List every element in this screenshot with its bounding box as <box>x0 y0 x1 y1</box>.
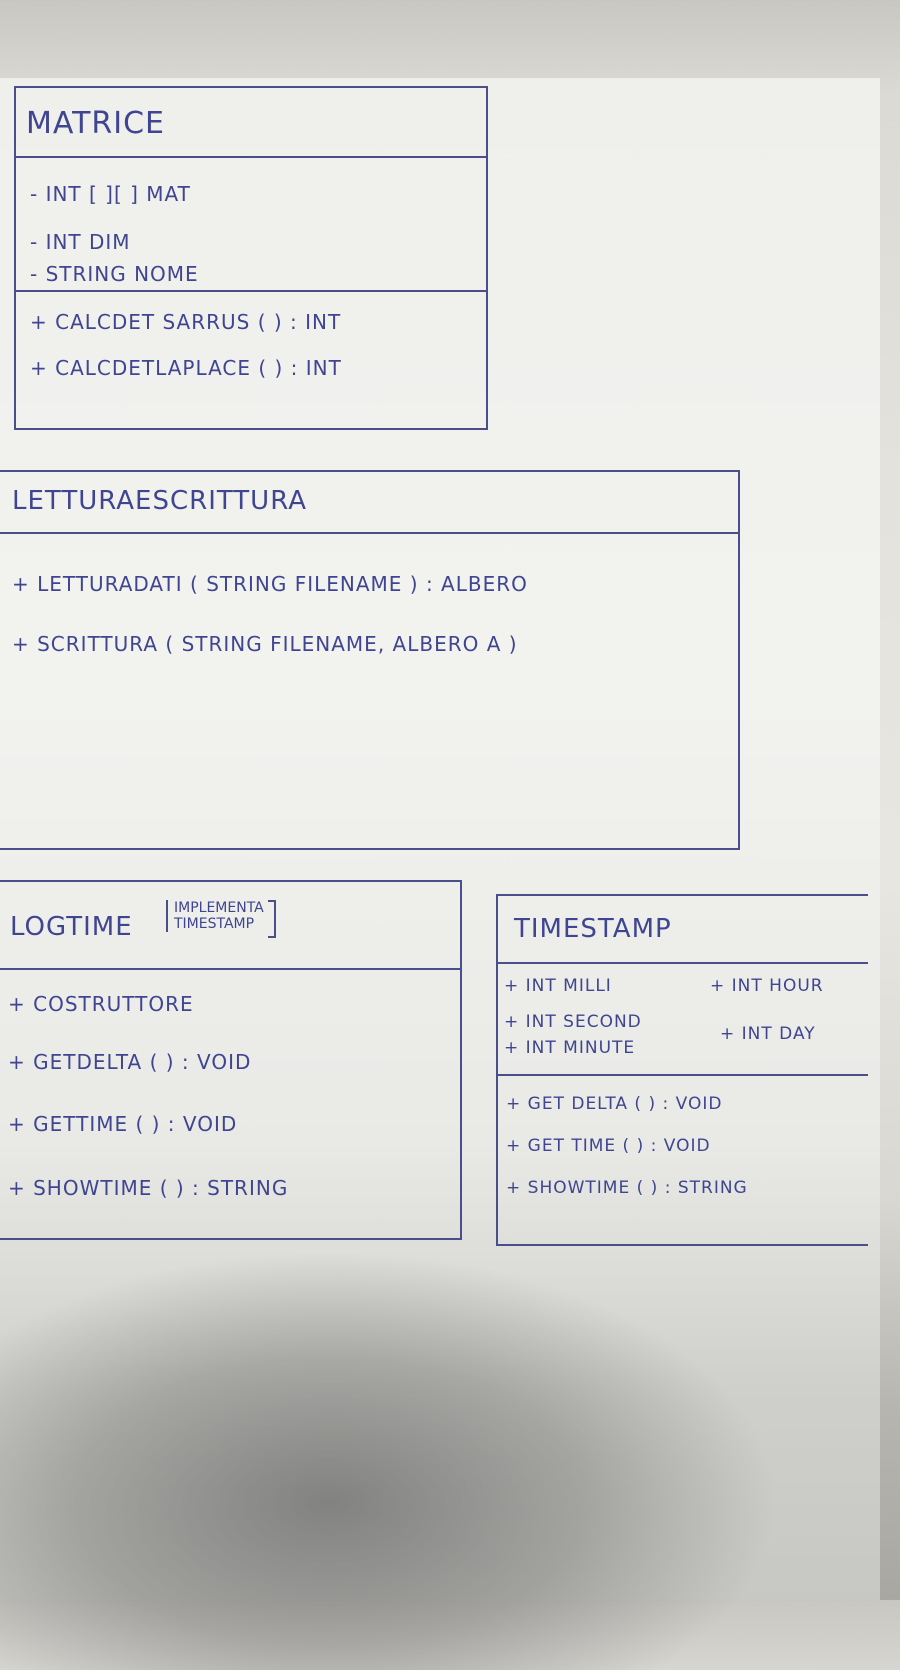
method: + SHOWTIME ( ) : STRING <box>8 1176 289 1200</box>
attribute: + INT MILLI <box>504 976 612 996</box>
class-logtime: LOGTIME IMPLEMENTA TIMESTAMP + COSTRUTTO… <box>0 880 462 1240</box>
implements-note: IMPLEMENTA TIMESTAMP <box>166 900 276 938</box>
method: + SHOWTIME ( ) : STRING <box>506 1178 748 1198</box>
attribute: + INT SECOND <box>504 1012 642 1032</box>
method: + SCRITTURA ( STRING FILENAME, ALBERO A … <box>12 632 518 656</box>
class-name: LOGTIME <box>10 912 133 942</box>
attribute: - INT DIM <box>30 230 131 254</box>
separator <box>0 532 738 534</box>
method: + GETDELTA ( ) : VOID <box>8 1050 252 1074</box>
method: + LETTURADATI ( STRING FILENAME ) : ALBE… <box>12 572 528 596</box>
separator <box>16 290 486 292</box>
attribute: + INT HOUR <box>710 976 824 996</box>
separator <box>16 156 486 158</box>
separator <box>498 962 868 964</box>
attribute: + INT MINUTE <box>504 1038 636 1058</box>
method: + GETTIME ( ) : VOID <box>8 1112 238 1136</box>
class-letturascrittura: LETTURAESCRITTURA + LETTURADATI ( STRING… <box>0 470 740 850</box>
class-name: LETTURAESCRITTURA <box>12 486 308 516</box>
separator <box>0 968 460 970</box>
class-timestamp: TIMESTAMP + INT MILLI + INT SECOND + INT… <box>496 894 868 1246</box>
class-name: MATRICE <box>26 106 165 141</box>
note-line: IMPLEMENTA <box>174 900 264 916</box>
class-matrice: MATRICE - INT [ ][ ] MAT - INT DIM - STR… <box>14 86 488 430</box>
method: + GET DELTA ( ) : VOID <box>506 1094 723 1114</box>
method: + CALCDETLAPLACE ( ) : INT <box>30 356 342 380</box>
note-line: TIMESTAMP <box>174 916 255 932</box>
attribute: - STRING NOME <box>30 262 199 286</box>
hand-shadow <box>0 1250 780 1670</box>
class-name: TIMESTAMP <box>514 914 672 944</box>
method: + CALCDET SARRUS ( ) : INT <box>30 310 342 334</box>
attribute: - INT [ ][ ] MAT <box>30 182 191 206</box>
attribute: + INT DAY <box>720 1024 816 1044</box>
separator <box>498 1074 868 1076</box>
method: + COSTRUTTORE <box>8 992 194 1016</box>
method: + GET TIME ( ) : VOID <box>506 1136 711 1156</box>
